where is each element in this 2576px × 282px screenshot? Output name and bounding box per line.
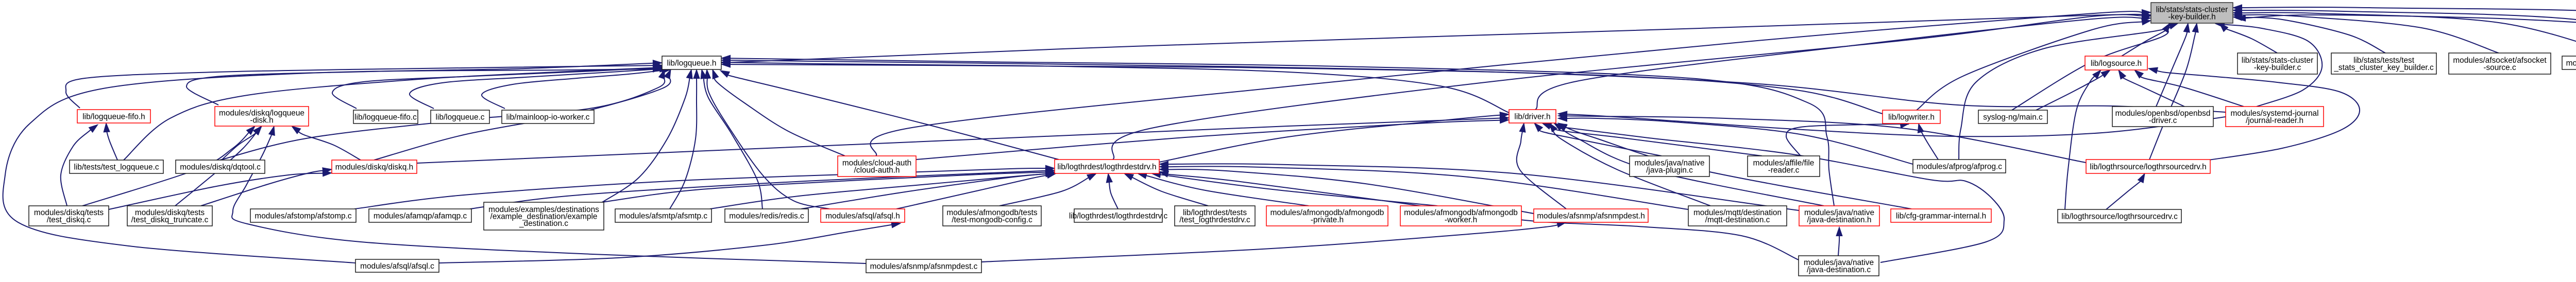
svg-text:/test_logthrdestdrv.c: /test_logthrdestdrv.c — [1179, 216, 1250, 224]
svg-text:modules/afmongodb/afmongodb: modules/afmongodb/afmongodb — [1270, 208, 1384, 217]
svg-text:-driver.c: -driver.c — [2149, 116, 2177, 125]
svg-text:lib/logqueue-fifo.h: lib/logqueue-fifo.h — [82, 113, 145, 121]
svg-text:lib/mainloop-io-worker.c: lib/mainloop-io-worker.c — [506, 113, 590, 122]
svg-text:modules/diskq/logqueue: modules/diskq/logqueue — [219, 109, 304, 118]
svg-text:modules/afsql/afsql.h: modules/afsql/afsql.h — [825, 212, 900, 221]
svg-text:modules/diskq/diskq.h: modules/diskq/diskq.h — [335, 163, 413, 172]
svg-text:modules/afmongodb/tests: modules/afmongodb/tests — [946, 208, 1038, 217]
svg-text:-private.h: -private.h — [1311, 216, 1344, 224]
svg-text:lib/driver.h: lib/driver.h — [1514, 113, 1550, 121]
svg-text:-disk.h: -disk.h — [250, 116, 273, 125]
svg-text:modules/java/native: modules/java/native — [1634, 159, 1704, 168]
svg-text:modules/afsmtp/afsmtp.c: modules/afsmtp/afsmtp.c — [619, 212, 707, 221]
svg-text:/test_diskq.c: /test_diskq.c — [47, 216, 91, 224]
svg-text:modules/java/native: modules/java/native — [1804, 258, 1874, 267]
svg-text:-source.c: -source.c — [2483, 63, 2516, 72]
svg-text:modules/diskq/tests: modules/diskq/tests — [135, 208, 205, 217]
svg-text:modules/afamqp/afamqp.c: modules/afamqp/afamqp.c — [374, 212, 467, 221]
svg-text:-key-builder.h: -key-builder.h — [2168, 12, 2215, 21]
svg-text:lib/logthrsource/logthrsourced: lib/logthrsource/logthrsourcedrv.h — [2090, 163, 2206, 171]
svg-text:lib/logqueue.h: lib/logqueue.h — [667, 59, 717, 68]
svg-text:modules/afstreams/afstreams.c: modules/afstreams/afstreams.c — [2566, 59, 2576, 68]
svg-text:modules/afstomp/afstomp.c: modules/afstomp/afstomp.c — [255, 212, 351, 221]
svg-text:modules/affile/file: modules/affile/file — [1753, 159, 1815, 168]
svg-text:/java-destination.h: /java-destination.h — [1807, 216, 1872, 224]
svg-text:/test-mongodb-config.c: /test-mongodb-config.c — [952, 216, 1032, 224]
svg-text:/mqtt-destination.c: /mqtt-destination.c — [1705, 216, 1770, 224]
svg-text:_destination.c: _destination.c — [519, 219, 568, 228]
svg-text:modules/redis/redis.c: modules/redis/redis.c — [729, 212, 804, 221]
svg-text:modules/afsnmp/afsnmpdest.h: modules/afsnmp/afsnmpdest.h — [1537, 212, 1645, 221]
svg-text:lib/logthrsource/logthrsourced: lib/logthrsource/logthrsourcedrv.c — [2061, 213, 2178, 221]
svg-text:lib/logthrdest/logthrdestdrv.c: lib/logthrdest/logthrdestdrv.c — [1069, 212, 1168, 221]
svg-text:modules/cloud-auth: modules/cloud-auth — [842, 159, 911, 168]
svg-text:_stats_cluster_key_builder.c: _stats_cluster_key_builder.c — [2333, 63, 2434, 72]
svg-text:lib/logthrdest/tests: lib/logthrdest/tests — [1183, 208, 1247, 217]
svg-text:lib/stats/tests/test: lib/stats/tests/test — [2353, 56, 2415, 65]
svg-text:modules/mqtt/destination: modules/mqtt/destination — [1693, 208, 1782, 217]
svg-text:/java-destination.c: /java-destination.c — [1807, 266, 1871, 274]
svg-text:modules/afsql/afsql.c: modules/afsql/afsql.c — [360, 262, 434, 271]
svg-text:lib/cfg-grammar-internal.h: lib/cfg-grammar-internal.h — [1896, 212, 1986, 221]
svg-text:modules/afsnmp/afsnmpdest.c: modules/afsnmp/afsnmpdest.c — [870, 262, 978, 271]
svg-text:lib/tests/test_logqueue.c: lib/tests/test_logqueue.c — [74, 163, 159, 172]
svg-text:/cloud-auth.h: /cloud-auth.h — [854, 166, 900, 174]
svg-text:modules/afprog/afprog.c: modules/afprog/afprog.c — [1917, 163, 2002, 171]
svg-text:modules/afsocket/afsocket: modules/afsocket/afsocket — [2453, 56, 2547, 65]
svg-text:/journal-reader.h: /journal-reader.h — [2246, 116, 2303, 125]
svg-text:lib/stats/stats-cluster: lib/stats/stats-cluster — [2242, 56, 2313, 65]
svg-text:modules/systemd-journal: modules/systemd-journal — [2230, 109, 2318, 118]
svg-text:lib/logwriter.h: lib/logwriter.h — [1888, 113, 1935, 122]
svg-text:lib/logqueue.c: lib/logqueue.c — [436, 113, 485, 122]
svg-text:modules/examples/destinations: modules/examples/destinations — [488, 205, 599, 214]
svg-text:modules/diskq/dqtool.c: modules/diskq/dqtool.c — [180, 163, 261, 172]
svg-text:/test_diskq_truncate.c: /test_diskq_truncate.c — [131, 216, 209, 224]
svg-text:lib/logthrdest/logthrdestdrv.h: lib/logthrdest/logthrdestdrv.h — [1057, 163, 1156, 171]
svg-text:lib/logqueue-fifo.c: lib/logqueue-fifo.c — [354, 113, 417, 122]
svg-text:modules/diskq/tests: modules/diskq/tests — [34, 208, 104, 217]
svg-text:-worker.h: -worker.h — [1445, 216, 1477, 224]
svg-text:modules/afmongodb/afmongodb: modules/afmongodb/afmongodb — [1404, 208, 1518, 217]
svg-text:lib/logsource.h: lib/logsource.h — [2091, 59, 2142, 68]
svg-text:/java-plugin.c: /java-plugin.c — [1646, 166, 1693, 174]
svg-text:syslog-ng/main.c: syslog-ng/main.c — [1983, 113, 2043, 122]
svg-text:-reader.c: -reader.c — [1768, 166, 1800, 174]
svg-text:modules/openbsd/openbsd: modules/openbsd/openbsd — [2115, 109, 2211, 118]
svg-text:modules/java/native: modules/java/native — [1804, 208, 1874, 217]
svg-text:lib/stats/stats-cluster: lib/stats/stats-cluster — [2156, 6, 2228, 14]
svg-text:-key-builder.c: -key-builder.c — [2254, 63, 2301, 72]
svg-text:/example_destination/example: /example_destination/example — [490, 213, 598, 221]
